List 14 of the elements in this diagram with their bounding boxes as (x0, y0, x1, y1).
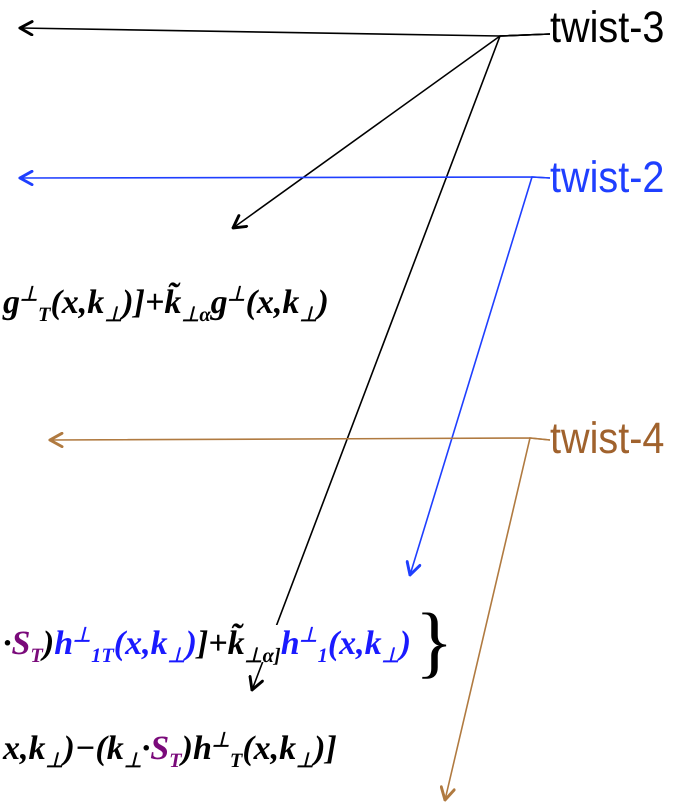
formula-term: )h$^{⊥}$$_{T}$(x,k$_{⊥}$)] (182, 730, 337, 768)
twist-label: twist-2 (550, 156, 664, 200)
formula-term: g$^{⊥}$$_{T}$(x,k$_{⊥}$)]+k̃$_{⊥α}$g$^{⊥}$(x,k$_{⊥}$) (3, 284, 329, 322)
arrow (248, 33, 550, 692)
curly-brace: } (415, 598, 454, 686)
formula-term: ) (42, 625, 54, 662)
arrow (440, 437, 550, 802)
twist-label: twist-3 (550, 6, 664, 50)
twist-label: twist-4 (550, 417, 664, 461)
formula-term: h$^{⊥}$$_{1}$(x,k$_{⊥}$) (280, 625, 412, 662)
arrow (406, 176, 550, 576)
formula-term: x,k$_{⊥}$)−(k$_{⊥}$· (3, 730, 150, 768)
formula-term: h$^{⊥}$$_{1T}$(x,k$_{⊥}$) (54, 625, 197, 662)
formula-term: · (3, 625, 12, 662)
